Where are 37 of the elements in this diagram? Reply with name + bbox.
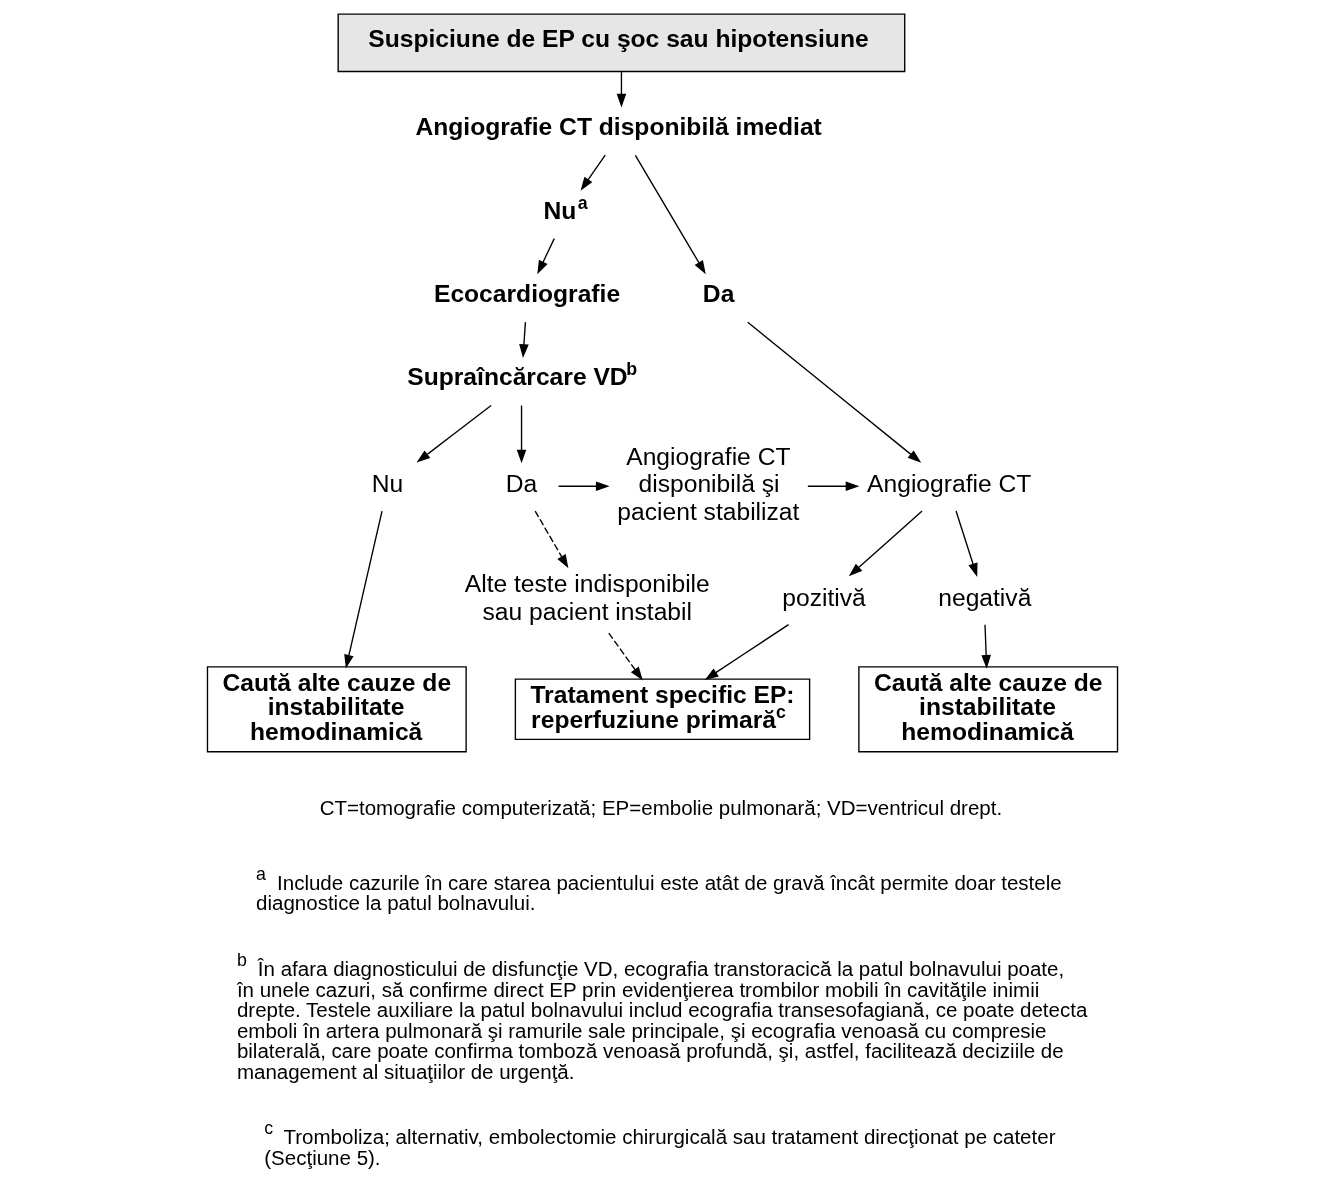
arrow [616,71,627,108]
node-box: Caută alte cauze de instabilitate hemodinamică [858,666,1119,753]
label: CT=tomografie computerizată; EP=embolie pulmonară; VD=ventricul drept. [319,796,1003,820]
node-box: Suspiciune de EP cu şoc sau hipotensiune [337,13,906,73]
arrow [344,510,383,669]
arrow [608,632,643,681]
node-text: Da [505,470,538,498]
arrow [580,154,606,191]
node-text: Angiografie CT disponibilă şi pacient stabilizat [617,442,800,525]
arrow [519,321,529,358]
node-text: Angiografie CT disponibilă imediat [415,113,822,141]
node-text: Nu$^{a}$ [543,192,588,224]
arrow [981,624,991,669]
arrow [955,510,978,577]
node-text: negativă [938,583,1032,611]
node-text: Ecocardiografie [433,280,621,307]
label: $^{b}$ În afara diagnosticului de disfuncţie VD, ecografia transtoracică la patul bolnavului poate, în unele cazuri, să confirme direct EP prin evidenţierea trombilor mobili în cavităţile inimii drepte. Testele auxiliare la patul bolnavului includ ecografia transesofagiană, ce poate detecta emboli în artera pulmonară şi ramurile sale principale, şi ecografia venoasă cu compresie bilaterală, care poate confirma tomboză venoasă profundă, şi, astfel, facilitează deciziile de management al situaţiilor de urgenţă. [236,950,1088,1083]
node-text: Alte teste indisponibile sau pacient instabil [464,570,710,625]
arrow [557,481,610,491]
arrow [537,237,555,275]
node-text: Nu [371,470,404,498]
arrow [807,481,860,491]
node-box: Caută alte cauze de instabilitate hemodinamică [206,666,467,753]
arrow [634,154,706,275]
node-text: Supraîncărcare VD$^{b}$ [407,359,638,391]
node-text: pozitivă [782,583,866,611]
arrow [534,510,569,569]
arrow [416,404,492,463]
arrow [848,510,923,577]
arrow [747,321,922,463]
node-text: Da [702,280,735,307]
label: $^{a}$ Include cazurile în care starea pacientului este atât de gravă încât permite doar testele diagnostice la patul bolnavului. [256,863,1062,915]
arrow [516,404,527,464]
arrow [704,623,790,680]
node-text: Angiografie CT [867,470,1032,498]
label: $^{c}$ Tromboliza; alternativ, embolectomie chirurgicală sau tratament direcţionat pe cateter (Secţiune 5). [264,1118,1056,1169]
node-box: Tratament specific EP: reperfuziune primară$^{c}$ [514,678,811,741]
